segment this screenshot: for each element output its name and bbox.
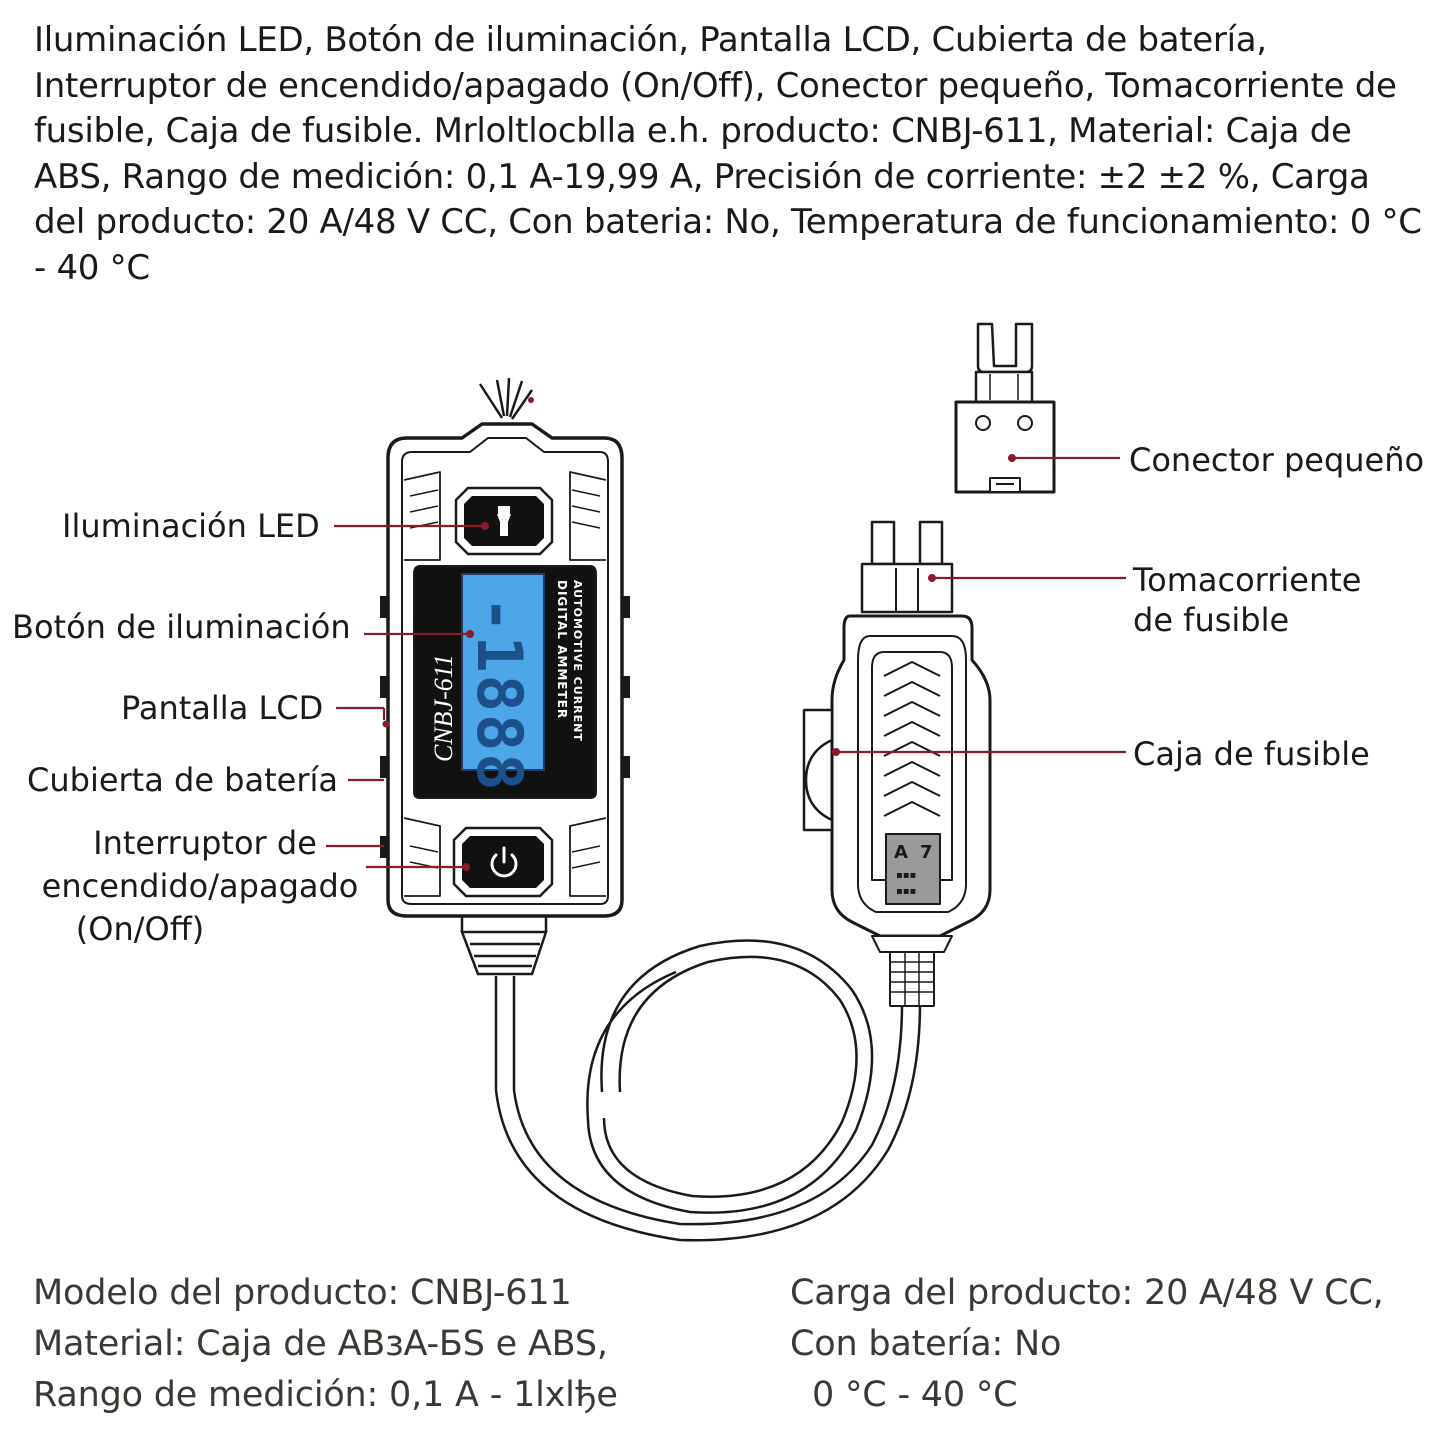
- ammeter-body: [380, 422, 630, 918]
- leader-lines: [326, 454, 1126, 871]
- spec-temperature: 0 °C - 40 °C: [812, 1375, 1018, 1415]
- fuse-mark-3: ▪▪▪: [896, 870, 916, 881]
- fuse-mark-4: ▪▪▪: [896, 886, 916, 897]
- specs-right: Carga del producto: 20 A/48 V CC, Con ba…: [790, 1268, 1384, 1421]
- label-battery-cover: Cubierta de batería: [27, 761, 338, 799]
- specs-left: Modelo del producto: CNBJ-611 Material: …: [33, 1268, 618, 1421]
- led-light-button[interactable]: [454, 486, 554, 556]
- device-side-text-1: DIGITAL AMMETER: [555, 580, 569, 719]
- brand-label: CNBJ-611: [429, 654, 458, 762]
- main-cable-strain-relief: [460, 916, 548, 976]
- device-side-text-2: AUTOMOTIVE CURRENT: [571, 580, 584, 742]
- spec-material: Material: Caja de ABзA-БS e ABS,: [33, 1324, 608, 1364]
- label-fuse-socket-line-1: Tomacorriente: [1133, 561, 1362, 599]
- spec-model: Modelo del producto: CNBJ-611: [33, 1273, 572, 1313]
- lcd-reading: -1888: [463, 596, 536, 793]
- spec-battery: Con batería: No: [790, 1324, 1062, 1364]
- label-power-switch-line-3: (On/Off): [75, 910, 205, 948]
- label-fuse-box: Caja de fusible: [1133, 735, 1370, 773]
- label-light-button: Botón de iluminación: [12, 608, 351, 646]
- label-fuse-socket-line-2: de fusible: [1133, 601, 1290, 639]
- label-led-lighting: Iluminación LED: [62, 507, 320, 545]
- fuse-mark-1: A: [894, 842, 908, 863]
- label-lcd-screen: Pantalla LCD: [121, 689, 324, 727]
- cable: [494, 939, 922, 1242]
- lcd-panel: -1888 CNBJ-611 DIGITAL AMMETER AUTOMOTIV…: [413, 565, 597, 799]
- label-fuse-socket: Tomacorriente de fusible: [1133, 560, 1361, 640]
- label-power-switch-line-2: encendido/apagado: [41, 867, 359, 905]
- power-button[interactable]: [452, 826, 554, 898]
- spec-range: Rango de medición: 0,1 A - 1lхlђe: [33, 1375, 618, 1415]
- led-light-rays: [478, 377, 534, 420]
- spec-load: Carga del producto: 20 A/48 V CC,: [790, 1273, 1384, 1313]
- flashlight-icon: [497, 506, 511, 536]
- label-small-connector: Conector pequeño: [1129, 441, 1425, 479]
- label-power-switch: Interruptor de encendido/apagado (On/Off…: [30, 822, 370, 951]
- intro-paragraph: Iluminación LED, Botón de iluminación, P…: [34, 20, 1422, 288]
- label-power-switch-line-1: Interruptor de: [93, 824, 317, 862]
- small-connector: [954, 322, 1056, 494]
- power-icon: [490, 846, 518, 878]
- fuse-box-unit: A 7 ▪▪▪ ▪▪▪: [802, 520, 992, 1007]
- fuse-mark-2: 7: [920, 842, 933, 863]
